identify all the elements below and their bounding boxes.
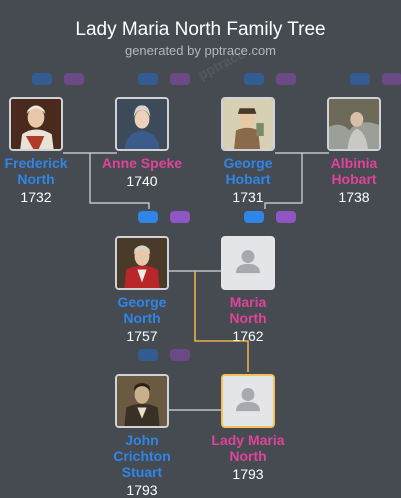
portrait-red-coat-icon[interactable] <box>115 236 169 290</box>
birth-year: 1738 <box>338 189 370 205</box>
mother-toggle-button[interactable] <box>170 73 190 85</box>
father-toggle-button[interactable] <box>244 211 264 223</box>
person-name[interactable]: George North <box>117 294 167 326</box>
person-name[interactable]: George Hobart <box>223 155 273 187</box>
portrait-old-man-icon[interactable] <box>9 97 63 151</box>
person-name[interactable]: Maria North <box>229 294 267 326</box>
birth-year: 1793 <box>232 466 264 482</box>
person-name[interactable]: Frederick North <box>4 155 68 187</box>
birth-year: 1731 <box>232 189 264 205</box>
mother-toggle-button[interactable] <box>170 211 190 223</box>
portrait-painting-icon[interactable] <box>327 97 381 151</box>
mother-toggle-button[interactable] <box>382 73 401 85</box>
person-placeholder-icon[interactable] <box>221 236 275 290</box>
header: Lady Maria North Family Tree generated b… <box>0 18 401 59</box>
mother-toggle-button[interactable] <box>276 211 296 223</box>
birth-year: 1762 <box>232 328 264 344</box>
page-subtitle: generated by pptrace.com <box>124 43 277 58</box>
father-toggle-button[interactable] <box>244 73 264 85</box>
portrait-caricature-icon[interactable] <box>221 97 275 151</box>
person-placeholder-icon[interactable] <box>221 374 275 428</box>
birth-year: 1793 <box>126 482 158 498</box>
portrait-woman-icon[interactable] <box>115 97 169 151</box>
father-toggle-button[interactable] <box>350 73 370 85</box>
person-name[interactable]: Albinia Hobart <box>330 155 378 187</box>
mother-toggle-button[interactable] <box>170 349 190 361</box>
father-toggle-button[interactable] <box>138 211 158 223</box>
birth-year: 1732 <box>20 189 52 205</box>
person-name[interactable]: Lady Maria North <box>211 432 285 464</box>
person-name[interactable]: Anne Speke <box>101 155 183 171</box>
birth-year: 1740 <box>126 173 158 189</box>
mother-toggle-button[interactable] <box>276 73 296 85</box>
birth-year: 1757 <box>126 328 158 344</box>
father-toggle-button[interactable] <box>32 73 52 85</box>
portrait-engraving-icon[interactable] <box>115 374 169 428</box>
mother-toggle-button[interactable] <box>64 73 84 85</box>
father-toggle-button[interactable] <box>138 349 158 361</box>
page-title: Lady Maria North Family Tree <box>75 19 326 40</box>
father-toggle-button[interactable] <box>138 73 158 85</box>
person-name[interactable]: John Crichton Stuart <box>113 432 171 480</box>
